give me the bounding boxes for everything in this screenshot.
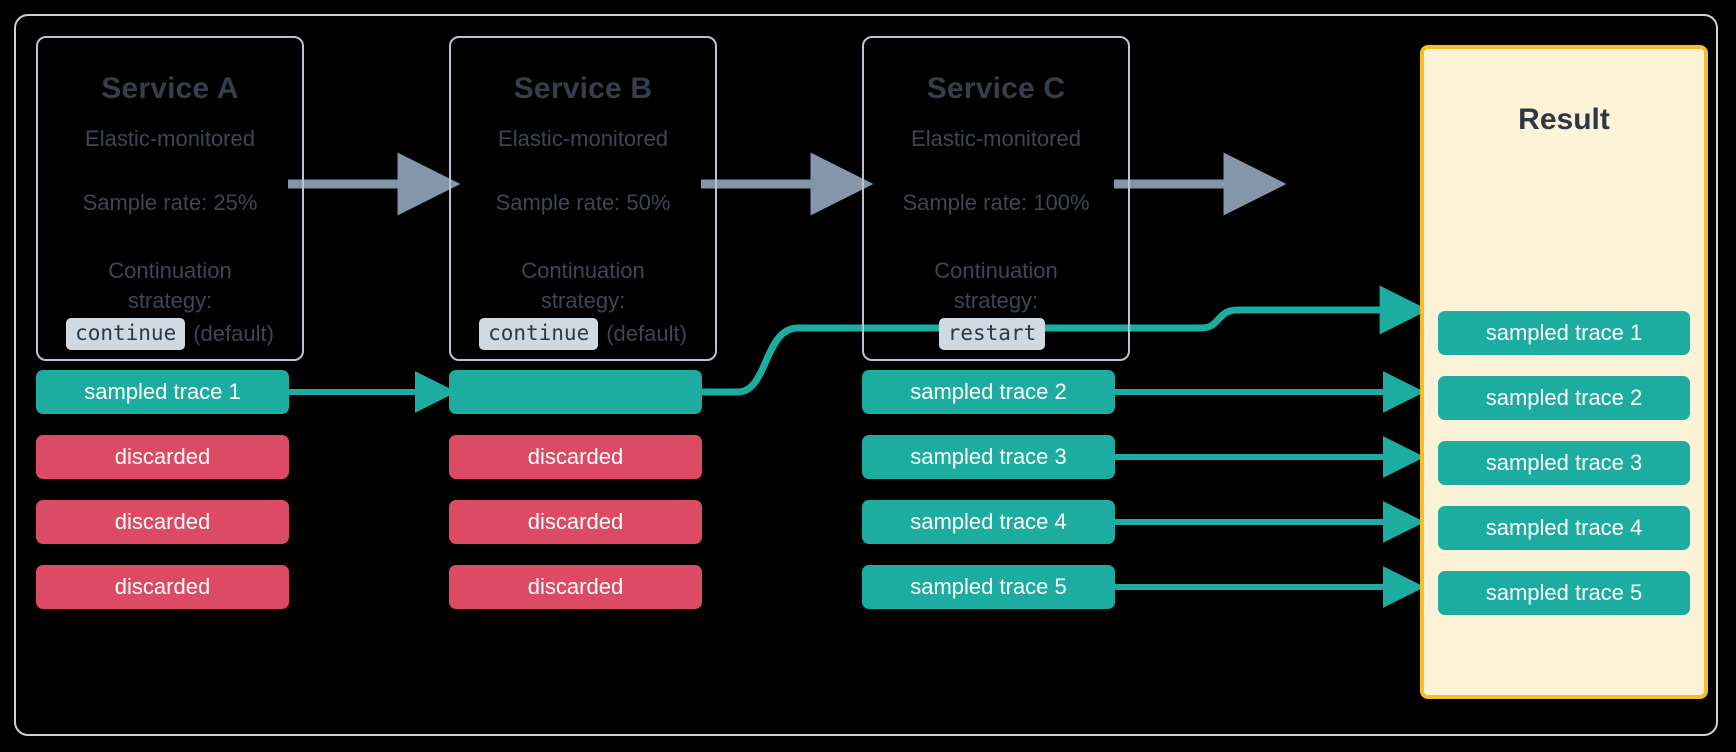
service-card-b: Service B Elastic-monitored Sample rate:…	[449, 36, 717, 361]
strategy-code-badge: restart	[938, 318, 1046, 350]
service-sample-rate: Sample rate: 25%	[82, 190, 258, 215]
service-title: Service C	[926, 72, 1066, 105]
strategy-label-line2: strategy:	[127, 287, 213, 313]
service-c-trace-1: sampled trace 3	[862, 435, 1115, 479]
strategy-default-note: (default)	[193, 321, 274, 347]
service-subtitle: Elastic-monitored	[85, 126, 255, 151]
result-trace-2: sampled trace 2	[1438, 376, 1690, 420]
service-card-c: Service C Elastic-monitored Sample rate:…	[862, 36, 1130, 361]
strategy-code-badge: continue	[66, 318, 186, 350]
service-c-trace-0: sampled trace 2	[862, 370, 1115, 414]
service-strategy: Continuation strategy: continue (default…	[66, 256, 274, 350]
diagram-canvas: Service A Elastic-monitored Sample rate:…	[14, 14, 1718, 736]
service-a-trace-3: discarded	[36, 565, 289, 609]
service-c-trace-2: sampled trace 4	[862, 500, 1115, 544]
strategy-default-note: (default)	[606, 321, 687, 347]
strategy-label-line1: Continuation	[108, 258, 232, 283]
strategy-label-line1: Continuation	[934, 258, 1058, 283]
service-title: Service B	[513, 72, 653, 105]
service-card-a: Service A Elastic-monitored Sample rate:…	[36, 36, 304, 361]
result-trace-1: sampled trace 1	[1438, 311, 1690, 355]
service-c-trace-3: sampled trace 5	[862, 565, 1115, 609]
service-strategy: Continuation strategy: restart	[934, 256, 1058, 350]
service-a-trace-0: sampled trace 1	[36, 370, 289, 414]
strategy-code-badge: continue	[479, 318, 599, 350]
result-trace-5: sampled trace 5	[1438, 571, 1690, 615]
result-title: Result	[1518, 103, 1610, 136]
strategy-label-line2: strategy:	[953, 287, 1039, 313]
strategy-label-line1: Continuation	[521, 258, 645, 283]
service-b-trace-0	[449, 370, 702, 414]
service-sample-rate: Sample rate: 50%	[495, 190, 671, 215]
service-subtitle: Elastic-monitored	[498, 126, 668, 151]
service-strategy: Continuation strategy: continue (default…	[479, 256, 687, 350]
service-a-trace-1: discarded	[36, 435, 289, 479]
result-trace-4: sampled trace 4	[1438, 506, 1690, 550]
strategy-label-line2: strategy:	[540, 287, 626, 313]
service-sample-rate: Sample rate: 100%	[902, 190, 1090, 215]
service-a-trace-2: discarded	[36, 500, 289, 544]
service-b-trace-1: discarded	[449, 435, 702, 479]
service-subtitle: Elastic-monitored	[911, 126, 1081, 151]
result-panel: Result sampled trace 1 sampled trace 2 s…	[1420, 45, 1708, 699]
service-b-trace-3: discarded	[449, 565, 702, 609]
service-b-trace-2: discarded	[449, 500, 702, 544]
result-trace-3: sampled trace 3	[1438, 441, 1690, 485]
service-title: Service A	[101, 72, 239, 105]
